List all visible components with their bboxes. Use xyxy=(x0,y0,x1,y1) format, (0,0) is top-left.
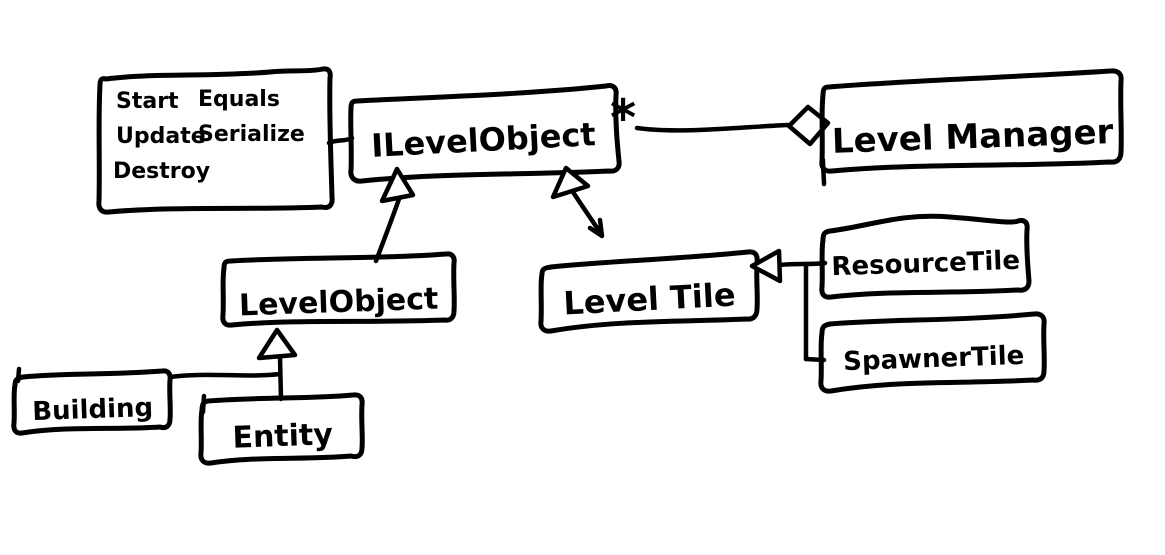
levelmanager-border xyxy=(819,68,1124,174)
class-box-entity: Entity xyxy=(198,392,365,466)
levelmanager-label: Level Manager xyxy=(831,112,1114,162)
class-box-resourcetile: ResourceTile xyxy=(819,213,1032,300)
leveltile-line-arrowhead-icon xyxy=(587,217,605,239)
class-box-spawnertile: SpawnerTile xyxy=(818,311,1047,394)
tile-subclass-line xyxy=(777,260,828,268)
aggregation-diamond-icon xyxy=(786,104,831,147)
leveltile-label: Level Tile xyxy=(562,276,736,323)
methods-note-line-serialize: Serialize xyxy=(198,122,305,147)
building-connector-line xyxy=(167,371,283,380)
entity-border xyxy=(198,392,365,466)
class-box-ilevelobject: ILevelObject xyxy=(348,83,622,184)
class-box-levelmanager: Level Manager xyxy=(819,68,1124,187)
resourcetile-label: ResourceTile xyxy=(831,246,1021,283)
methods-note-box: Start Update Destroy Equals Serialize xyxy=(96,66,335,215)
generalization-triangle-icon xyxy=(550,165,591,200)
ilevelobject-border xyxy=(348,83,622,184)
methods-note-line-equals: Equals xyxy=(198,87,280,112)
methods-note-line-destroy: Destroy xyxy=(113,159,210,184)
aggregation-multiplicity: * xyxy=(610,89,636,147)
aggregation-line xyxy=(634,122,791,133)
levelmanager-edge-tick xyxy=(820,157,827,187)
class-box-building: Building xyxy=(11,366,173,436)
leveltile-border xyxy=(538,249,760,334)
ilevelobject-label: ILevelObject xyxy=(370,115,596,165)
generalization-triangle-icon xyxy=(256,327,298,361)
building-edge-tick xyxy=(15,366,22,384)
entity-label: Entity xyxy=(232,417,334,455)
spawnertile-label: SpawnerTile xyxy=(843,341,1025,377)
spawnertile-border xyxy=(818,311,1047,394)
building-border xyxy=(11,368,173,436)
building-label: Building xyxy=(32,393,154,427)
entity-edge-tick xyxy=(200,393,207,415)
methods-note-line-start: Start xyxy=(116,89,179,114)
levelobject-border xyxy=(220,251,457,328)
resourcetile-border xyxy=(819,213,1032,300)
levelobject-label: LevelObject xyxy=(238,282,438,324)
methods-note-border xyxy=(96,66,335,215)
entity-generalization-line xyxy=(277,354,284,402)
class-box-levelobject: LevelObject xyxy=(220,251,457,328)
levelobject-generalization-line xyxy=(373,196,402,264)
methods-note-line-update: Update xyxy=(116,124,206,149)
generalization-triangle-icon xyxy=(379,166,416,204)
class-box-leveltile: Level Tile xyxy=(538,249,760,334)
leveltile-generalization-line xyxy=(570,189,604,237)
